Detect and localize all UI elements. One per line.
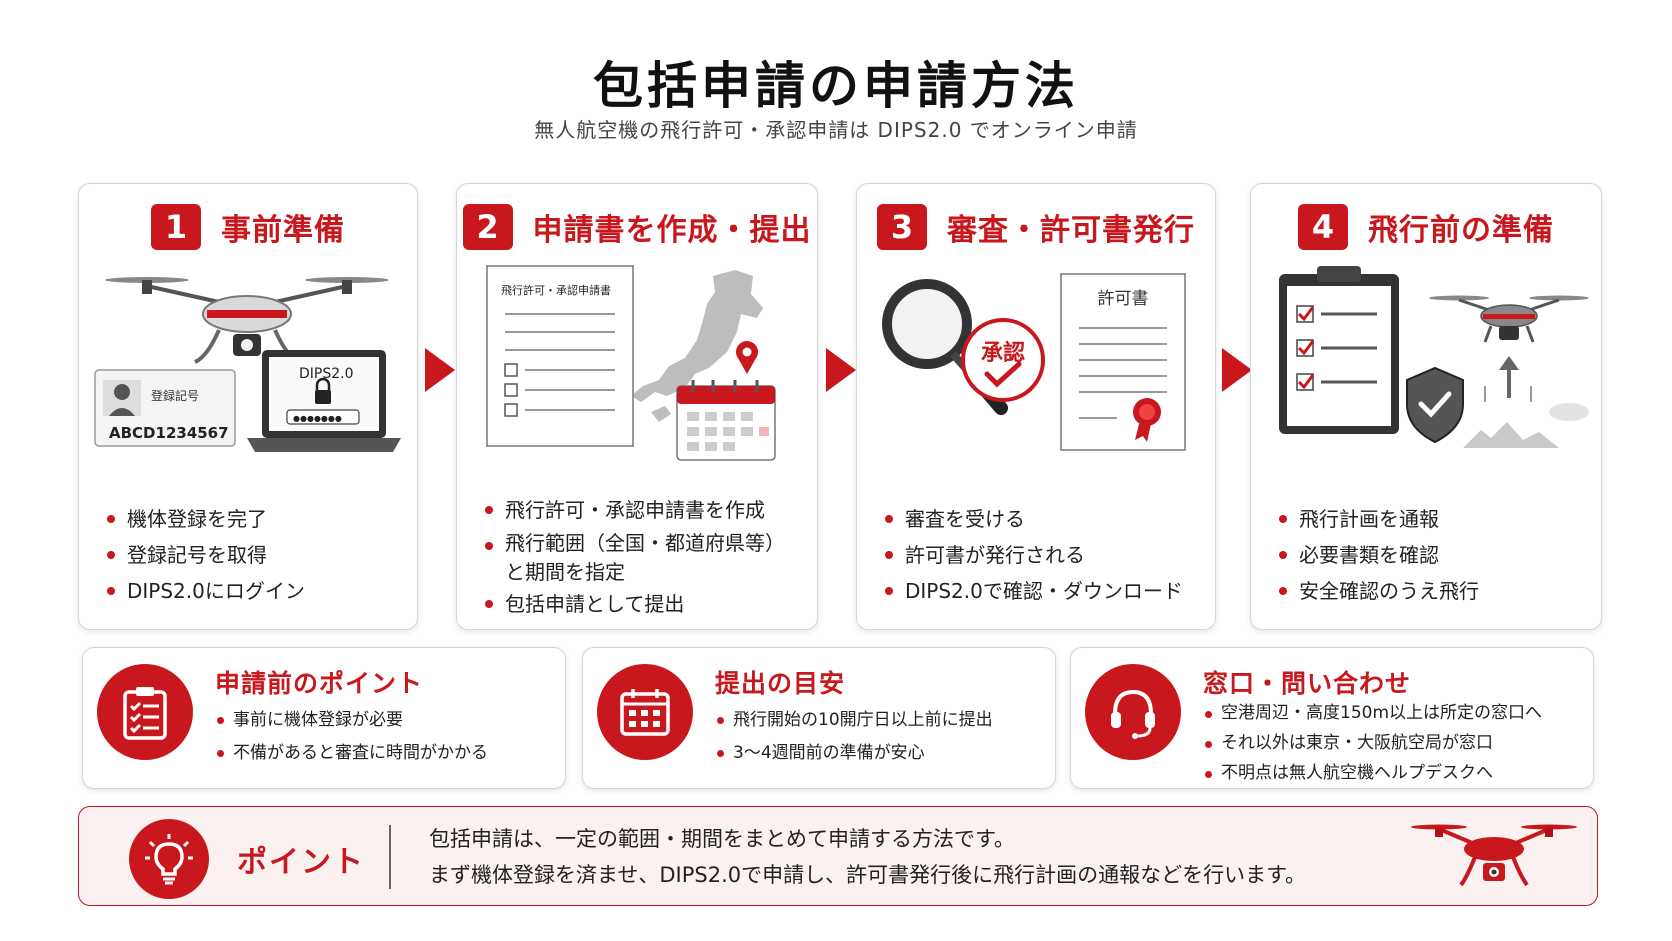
list-item: 空港周辺・高度150m以上は所定の窓口へ (1203, 698, 1585, 728)
list-item: 不備があると審査に時間がかかる (215, 737, 557, 770)
drone-icon (105, 277, 389, 364)
list-item: 事前に機体登録が必要 (215, 704, 557, 737)
japan-map-icon (631, 270, 763, 422)
point-banner: ポイント 包括申請は、一定の範囲・期間をまとめて申請する方法です。 まず機体登録… (78, 806, 1598, 906)
list-item: 登録記号を取得 (105, 537, 405, 573)
page-title: 包括申請の申請方法 (593, 57, 1079, 115)
list-item: 許可書が発行される (883, 537, 1203, 573)
step-title: 事前準備 (221, 213, 345, 248)
step-arrow-icon (1222, 348, 1252, 392)
list-item: 飛行開始の10開庁日以上前に提出 (715, 704, 1047, 737)
svg-text:登録記号: 登録記号 (151, 388, 199, 403)
pre-flight-illustration (1279, 266, 1589, 448)
lightbulb-icon (129, 819, 209, 899)
headset-icon (1085, 664, 1181, 760)
permit-document-icon: 許可書 (1060, 273, 1186, 451)
info-box-title: 窓口・問い合わせ (1203, 669, 1412, 698)
step-card-2: 2 申請書を作成・提出 飛行許可・承認申請書 (456, 183, 818, 630)
list-item: 包括申請として提出 (483, 586, 805, 622)
step-title: 審査・許可書発行 (947, 213, 1195, 248)
info-box-list: 事前に機体登録が必要 不備があると審査に時間がかかる (215, 704, 557, 770)
point-text: 包括申請は、一定の範囲・期間をまとめて申請する方法です。 まず機体登録を済ませ、… (429, 821, 1306, 893)
step-number: 1 (151, 204, 201, 250)
divider (389, 825, 391, 889)
list-item: 飛行許可・承認申請書を作成 (483, 492, 805, 528)
step-header: 4 飛行前の準備 (1251, 204, 1601, 250)
location-pin-icon (736, 341, 758, 374)
shield-check-icon (1406, 366, 1464, 444)
step-card-3: 3 審査・許可書発行 承認 許可書 審査を受ける 許可書が (856, 183, 1216, 630)
step-number: 4 (1298, 204, 1348, 250)
point-text-line: 包括申請は、一定の範囲・期間をまとめて申請する方法です。 (429, 827, 1015, 851)
svg-text:飛行許可・承認申請書: 飛行許可・承認申請書 (501, 283, 611, 297)
info-box-submission-timing: 提出の目安 飛行開始の10開庁日以上前に提出 3～4週間前の準備が安心 (582, 647, 1056, 789)
laptop-icon: DIPS2.0 ●●●●●●● (247, 350, 401, 452)
list-item: DIPS2.0で確認・ダウンロード (883, 573, 1203, 609)
info-box-pre-application: 申請前のポイント 事前に機体登録が必要 不備があると審査に時間がかかる (82, 647, 566, 789)
info-box-contact: 窓口・問い合わせ 空港周辺・高度150m以上は所定の窓口へ それ以外は東京・大阪… (1070, 647, 1594, 789)
list-item: 3～4週間前の準備が安心 (715, 737, 1047, 770)
step-arrow-icon (826, 348, 856, 392)
step-bullet-list: 飛行許可・承認申請書を作成 飛行範囲（全国・都道府県等） と期間を指定 包括申請… (483, 492, 805, 622)
drone-icon (1411, 824, 1577, 887)
checklist-clipboard-icon (1279, 266, 1399, 434)
list-item: DIPS2.0にログイン (105, 573, 405, 609)
svg-text:DIPS2.0: DIPS2.0 (299, 366, 354, 382)
svg-text:●●●●●●●: ●●●●●●● (293, 414, 342, 423)
takeoff-arrow-icon (1484, 356, 1532, 402)
list-item: 審査を受ける (883, 501, 1203, 537)
list-item: と期間を指定 (505, 560, 625, 584)
application-illustration: 飛行許可・承認申請書 (486, 265, 776, 461)
step-number: 2 (462, 204, 513, 250)
info-box-list: 飛行開始の10開庁日以上前に提出 3～4週間前の準備が安心 (715, 704, 1047, 770)
calendar-icon (597, 664, 693, 760)
step-arrow-icon (425, 348, 455, 392)
list-item: 飛行範囲（全国・都道府県等） (483, 528, 805, 558)
step-card-4: 4 飛行前の準備 (1250, 183, 1602, 630)
info-box-title: 申請前のポイント (215, 669, 424, 698)
step-number: 3 (877, 204, 927, 250)
point-text-line: まず機体登録を済ませ、DIPS2.0で申請し、許可書発行後に飛行計画の通報などを… (429, 863, 1307, 887)
list-item: 不明点は無人航空機ヘルプデスクへ (1203, 758, 1585, 788)
preparation-illustration: 登録記号 ABCD1234567 DIPS2.0 ●●●●●●● (94, 277, 401, 452)
svg-text:ABCD1234567: ABCD1234567 (109, 424, 229, 442)
id-card-icon: 登録記号 ABCD1234567 (94, 369, 236, 447)
drone-icon (1429, 295, 1589, 343)
step-header: 2 申請書を作成・提出 (457, 204, 817, 250)
step-header: 3 審査・許可書発行 (857, 204, 1215, 250)
svg-text:承認: 承認 (981, 340, 1025, 366)
info-box-title: 提出の目安 (715, 669, 846, 698)
step-bullet-list: 機体登録を完了 登録記号を取得 DIPS2.0にログイン (105, 501, 405, 609)
list-item: 飛行計画を通報 (1277, 501, 1589, 537)
list-item: 安全確認のうえ飛行 (1277, 573, 1589, 609)
list-item: 必要書類を確認 (1277, 537, 1589, 573)
landscape-icon (1463, 403, 1589, 448)
step-bullet-list: 飛行計画を通報 必要書類を確認 安全確認のうえ飛行 (1277, 501, 1589, 609)
svg-text:許可書: 許可書 (1098, 289, 1149, 309)
approval-stamp-icon: 承認 (961, 318, 1045, 402)
step-bullet-list: 審査を受ける 許可書が発行される DIPS2.0で確認・ダウンロード (883, 501, 1203, 609)
review-illustration: 承認 許可書 (882, 273, 1186, 451)
step-header: 1 事前準備 (79, 204, 417, 250)
list-item: 機体登録を完了 (105, 501, 405, 537)
info-box-list: 空港周辺・高度150m以上は所定の窓口へ それ以外は東京・大阪航空局が窓口 不明… (1203, 698, 1585, 788)
step-card-1: 1 事前準備 登録記号 ABCD1234567 (78, 183, 418, 630)
step-title: 申請書を作成・提出 (532, 213, 812, 248)
list-item: それ以外は東京・大阪航空局が窓口 (1203, 728, 1585, 758)
application-document-icon: 飛行許可・承認申請書 (486, 265, 634, 447)
calendar-icon (676, 380, 776, 461)
clipboard-checklist-icon (97, 664, 193, 760)
step-title: 飛行前の準備 (1368, 213, 1554, 248)
point-label: ポイント (237, 845, 365, 880)
page-subtitle: 無人航空機の飛行許可・承認申請は DIPS2.0 でオンライン申請 (534, 118, 1138, 142)
